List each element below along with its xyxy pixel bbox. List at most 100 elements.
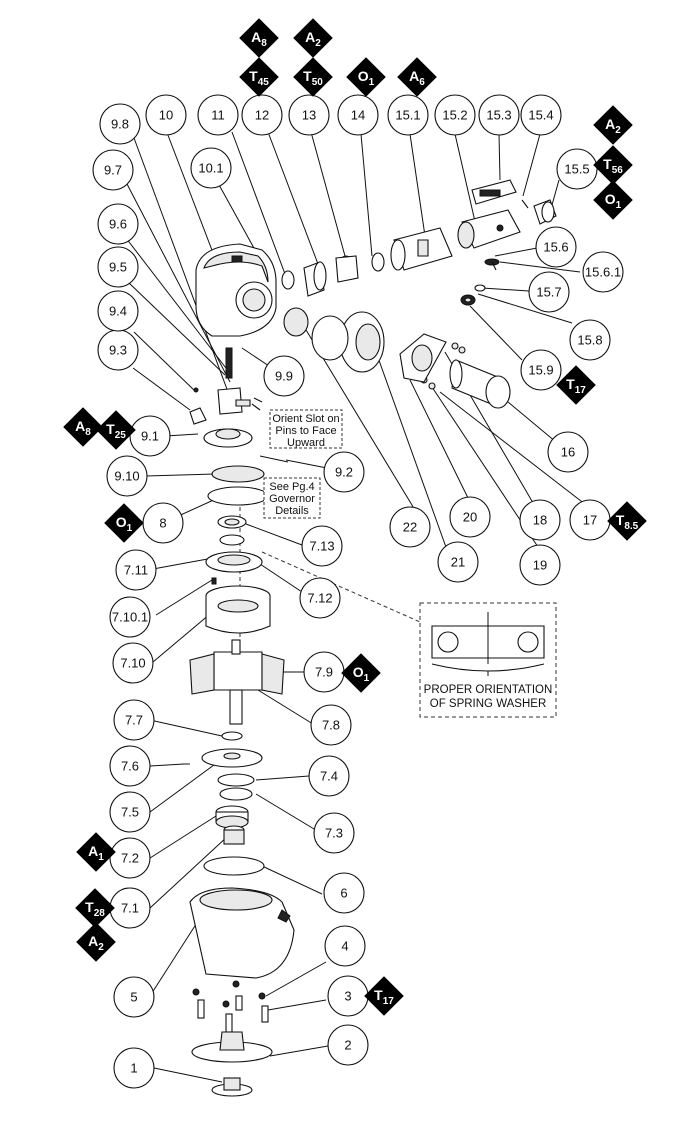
svg-text:21: 21 <box>451 555 465 570</box>
svg-text:Upward: Upward <box>287 437 325 449</box>
svg-text:1: 1 <box>130 1061 137 1076</box>
callout-7-3: 7.3 <box>313 812 355 854</box>
screw-icon <box>458 346 466 354</box>
svg-text:T17: T17 <box>374 987 394 1007</box>
svg-text:T45: T45 <box>249 68 269 88</box>
callout-11: 11 <box>197 94 239 136</box>
svg-text:22: 22 <box>403 520 417 535</box>
motor-housing-icon <box>195 243 277 337</box>
spec-marker-a-8: A8 <box>63 407 103 447</box>
callout-15-2: 15.2 <box>434 94 476 136</box>
callout-9-2: 9.2 <box>323 451 365 493</box>
callout-10-1: 10.1 <box>190 147 232 189</box>
svg-text:17: 17 <box>583 513 597 528</box>
o-ring-icon <box>281 270 295 290</box>
svg-text:9.1: 9.1 <box>141 429 159 444</box>
valve-seat-icon <box>460 294 476 306</box>
svg-text:7.13: 7.13 <box>309 539 334 554</box>
svg-text:5: 5 <box>130 990 137 1005</box>
callout-7-10: 7.10 <box>112 642 154 684</box>
end-plate-icon <box>399 333 447 383</box>
svg-text:15.6: 15.6 <box>543 240 568 255</box>
parts-illustration <box>182 179 557 1097</box>
callout-9-9: 9.9 <box>263 355 305 397</box>
svg-text:A2: A2 <box>88 933 104 953</box>
svg-text:O1: O1 <box>116 514 133 534</box>
small-seal-icon <box>474 284 486 292</box>
svg-text:PROPER ORIENTATION: PROPER ORIENTATION <box>424 684 553 696</box>
valve-sleeve-icon <box>390 227 453 271</box>
callout-7-11: 7.11 <box>115 549 157 591</box>
svg-text:7.2: 7.2 <box>121 851 139 866</box>
svg-text:7.8: 7.8 <box>322 718 340 733</box>
spec-marker-t-56: T56 <box>593 145 633 185</box>
callout-13: 13 <box>288 94 330 136</box>
spec-marker-a-6: A6 <box>397 57 437 97</box>
bearing-icon <box>215 805 249 829</box>
callout-8: 8 <box>142 502 184 544</box>
svg-text:A8: A8 <box>75 418 91 438</box>
svg-text:A2: A2 <box>605 116 621 136</box>
spec-marker-a-2: A2 <box>76 922 116 962</box>
callout-12: 12 <box>241 94 283 136</box>
svg-text:7.10: 7.10 <box>120 656 145 671</box>
svg-text:T17: T17 <box>566 376 586 396</box>
callout-10: 10 <box>145 94 187 136</box>
spec-marker-t-17: T17 <box>556 365 596 405</box>
callout-15-9: 15.9 <box>520 349 562 391</box>
svg-text:9.2: 9.2 <box>335 465 353 480</box>
spec-marker-t-45: T45 <box>239 57 279 97</box>
svg-text:18: 18 <box>533 513 547 528</box>
muffler-icon <box>339 311 385 373</box>
callout-16: 16 <box>547 431 589 473</box>
callout-22: 22 <box>389 506 431 548</box>
svg-text:Pins to Face: Pins to Face <box>275 425 336 437</box>
svg-text:T28: T28 <box>85 899 105 919</box>
spec-marker-t-28: T28 <box>75 888 115 928</box>
callout-7-4: 7.4 <box>308 755 350 797</box>
svg-text:7.11: 7.11 <box>124 563 148 578</box>
rotor-icon <box>189 639 285 725</box>
bearing-stack-icon <box>205 515 263 573</box>
svg-text:8: 8 <box>159 516 166 531</box>
callout-3: 3 <box>327 975 369 1017</box>
callout-6: 6 <box>323 872 365 914</box>
callout-7-1: 7.1 <box>109 887 151 929</box>
grip-sleeve-icon <box>449 359 511 409</box>
bearing-icon <box>335 255 359 283</box>
svg-text:16: 16 <box>561 445 575 460</box>
svg-text:20: 20 <box>463 510 477 525</box>
svg-text:7.9: 7.9 <box>315 665 333 680</box>
spec-marker-o-1: O1 <box>341 653 381 693</box>
svg-text:A1: A1 <box>88 843 104 863</box>
ring-icon <box>371 252 385 272</box>
svg-text:A8: A8 <box>251 29 267 49</box>
shim-icon <box>217 773 255 787</box>
callout-15-5: 15.5 <box>556 148 598 190</box>
svg-text:9.10: 9.10 <box>114 469 139 484</box>
callout-9-6: 9.6 <box>97 203 139 245</box>
throttle-body-icon <box>457 209 521 249</box>
callout-15-6-1: 15.6.1 <box>582 251 624 293</box>
svg-text:15.1: 15.1 <box>395 108 420 123</box>
callout-19: 19 <box>519 544 561 586</box>
callout-7-9: 7.9 <box>303 651 345 693</box>
svg-text:T8.5: T8.5 <box>616 512 639 532</box>
callout-9-8: 9.8 <box>99 103 141 145</box>
svg-text:A2: A2 <box>305 29 321 49</box>
spring-washer-orientation-panel: PROPER ORIENTATION OF SPRING WASHER <box>419 602 557 718</box>
svg-text:7.4: 7.4 <box>320 769 338 784</box>
inlet-fitting-icon <box>533 199 557 225</box>
svg-text:4: 4 <box>341 939 348 954</box>
svg-text:15.2: 15.2 <box>442 108 467 123</box>
svg-text:Governor: Governor <box>269 493 315 505</box>
svg-text:9.9: 9.9 <box>275 369 293 384</box>
spec-marker-t-8-5: T8.5 <box>607 501 647 541</box>
svg-text:T50: T50 <box>303 68 323 88</box>
svg-text:9.5: 9.5 <box>109 260 127 275</box>
bushing-icon <box>303 261 327 297</box>
svg-text:7.12: 7.12 <box>307 591 332 606</box>
spec-marker-o-1: O1 <box>346 57 386 97</box>
